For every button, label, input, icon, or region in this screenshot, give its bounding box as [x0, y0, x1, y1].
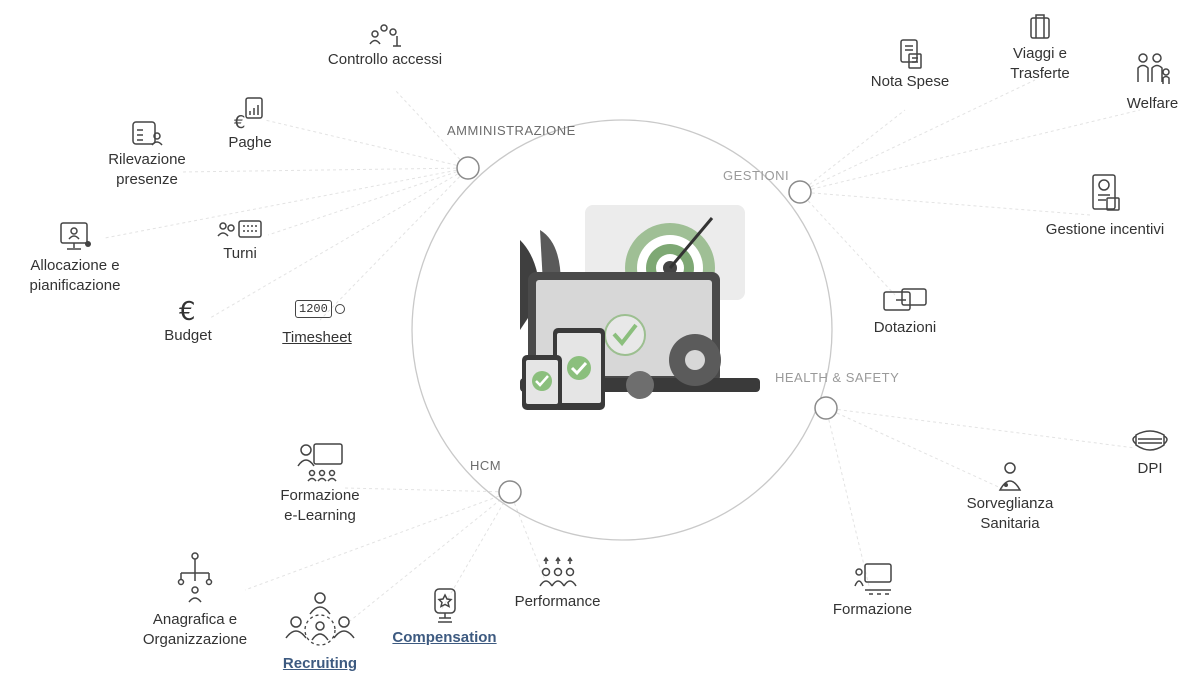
- doctor-icon: [998, 462, 1022, 491]
- node-nota-spese[interactable]: Nota Spese: [850, 38, 970, 92]
- label-rilevazione-presenze: Rilevazione presenze: [108, 151, 186, 188]
- node-viaggi[interactable]: Viaggi e Trasferte: [985, 12, 1095, 84]
- label-nota-spese: Nota Spese: [870, 73, 950, 90]
- node-turni[interactable]: Turni: [205, 218, 275, 264]
- elearning-presentation-icon: [297, 443, 343, 482]
- label-formazione-elearning: Formazione e-Learning: [280, 487, 360, 524]
- shifts-icon: [217, 220, 262, 238]
- main-ring: [411, 119, 833, 541]
- label-gestione-incentivi: Gestione incentivi: [1045, 221, 1165, 238]
- label-sorveglianza: Sorveglianza Sanitaria: [966, 495, 1054, 532]
- category-amministrazione: AMMINISTRAZIONE: [447, 123, 576, 138]
- label-anagrafica: Anagrafica e Organizzazione: [142, 611, 248, 648]
- label-compensation[interactable]: Compensation: [392, 629, 497, 646]
- node-sorveglianza[interactable]: Sorveglianza Sanitaria: [945, 460, 1075, 534]
- access-control-icon: [369, 24, 401, 47]
- node-gestione-incentivi[interactable]: Gestione incentivi: [1025, 172, 1185, 240]
- gestioni-node: [788, 180, 812, 204]
- team-performance-icon: [538, 556, 577, 587]
- category-gestioni: GESTIONI: [723, 168, 789, 183]
- node-paghe[interactable]: € Paghe: [205, 95, 295, 153]
- label-allocazione: Allocazione e pianificazione: [29, 257, 121, 294]
- recruiting-people-icon: [285, 592, 355, 646]
- timesheet-icon: 1200: [289, 300, 345, 322]
- node-budget[interactable]: € Budget: [148, 296, 228, 346]
- category-hcm: HCM: [470, 458, 501, 473]
- label-dotazioni: Dotazioni: [873, 319, 937, 336]
- expense-report-icon: [900, 39, 922, 69]
- category-health-safety: HEALTH & SAFETY: [775, 370, 899, 385]
- label-timesheet: Timesheet: [282, 329, 352, 346]
- planning-monitor-icon: [60, 222, 91, 250]
- euro-icon: €: [179, 297, 196, 324]
- node-allocazione[interactable]: Allocazione e pianificazione: [0, 220, 150, 296]
- label-paghe: Paghe: [228, 134, 272, 151]
- hcm-node: [498, 480, 522, 504]
- label-dpi: DPI: [1137, 460, 1163, 477]
- node-formazione-elearning[interactable]: Formazione e-Learning: [260, 440, 380, 526]
- node-dpi[interactable]: DPI: [1110, 425, 1190, 479]
- label-viaggi: Viaggi e Trasferte: [1010, 45, 1070, 82]
- amministrazione-node: [456, 156, 480, 180]
- node-anagrafica[interactable]: Anagrafica e Organizzazione: [125, 550, 265, 650]
- svg-text:€: €: [179, 297, 196, 324]
- label-budget: Budget: [164, 327, 212, 344]
- central-illustration: [520, 205, 760, 410]
- attendance-icon: [132, 121, 163, 146]
- classroom-training-icon: [853, 563, 892, 595]
- label-welfare: Welfare: [1126, 95, 1179, 112]
- equipment-devices-icon: [883, 288, 927, 311]
- label-performance: Performance: [514, 593, 601, 610]
- label-recruiting[interactable]: Recruiting: [282, 655, 358, 672]
- org-chart-icon: [177, 552, 213, 603]
- connector-lines: [104, 79, 1141, 626]
- incentives-document-icon: [1092, 174, 1120, 211]
- label-controllo-accessi: Controllo accessi: [327, 51, 443, 68]
- node-formazione[interactable]: Formazione: [810, 560, 935, 620]
- health-safety-node: [814, 396, 838, 420]
- node-dotazioni[interactable]: Dotazioni: [850, 286, 960, 338]
- node-welfare[interactable]: Welfare: [1105, 50, 1197, 114]
- node-timesheet[interactable]: 1200 Timesheet: [262, 300, 372, 348]
- face-mask-icon: [1132, 430, 1168, 451]
- node-controllo-accessi[interactable]: Controllo accessi: [300, 22, 470, 70]
- trophy-icon: [433, 588, 456, 623]
- node-recruiting[interactable]: Recruiting: [265, 588, 375, 674]
- label-formazione: Formazione: [832, 601, 913, 618]
- label-turni: Turni: [223, 245, 257, 262]
- node-performance[interactable]: Performance: [495, 556, 620, 612]
- timesheet-icon-text: 1200: [295, 300, 332, 318]
- svg-text:€: €: [234, 112, 245, 131]
- suitcase-icon: [1030, 14, 1050, 39]
- family-icon: [1136, 53, 1170, 84]
- payroll-icon: €: [234, 97, 263, 131]
- node-compensation[interactable]: Compensation: [382, 586, 507, 648]
- node-rilevazione-presenze[interactable]: Rilevazione presenze: [72, 118, 222, 190]
